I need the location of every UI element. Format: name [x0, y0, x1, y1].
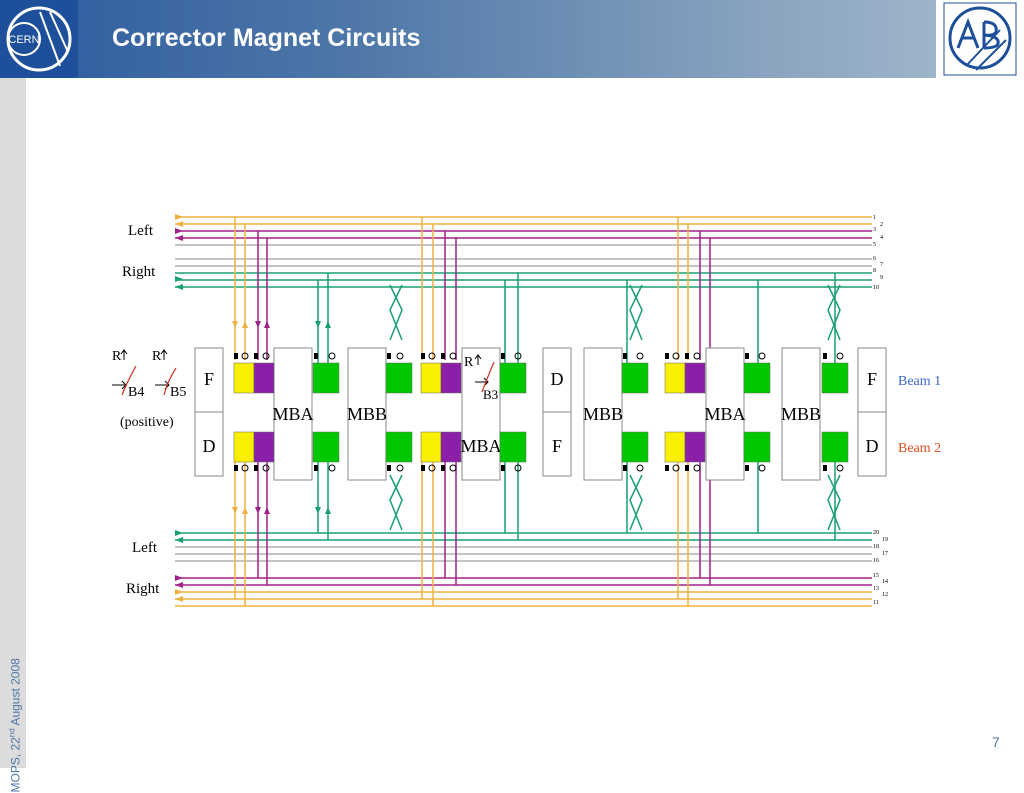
- bottom-line-numbers: 20 19 18 17 16 15 14 13 12 11: [873, 530, 888, 606]
- group-labels: Left Right Left Right: [122, 223, 160, 597]
- bus-arrowheads: [175, 214, 183, 602]
- svg-text:15: 15: [873, 573, 879, 579]
- svg-text:MBB: MBB: [583, 404, 623, 424]
- svg-text:F: F: [867, 369, 877, 389]
- beam2-label: Beam 2: [898, 441, 941, 456]
- svg-text:MBA: MBA: [272, 404, 313, 424]
- svg-text:F: F: [552, 436, 562, 456]
- svg-text:F: F: [204, 369, 214, 389]
- svg-text:B4: B4: [128, 385, 144, 400]
- svg-text:R: R: [464, 355, 474, 370]
- quadrupole-1: F D: [194, 347, 224, 477]
- svg-text:3: 3: [873, 227, 876, 233]
- svg-text:D: D: [866, 436, 879, 456]
- page-title: Corrector Magnet Circuits: [112, 24, 421, 52]
- svg-text:10: 10: [873, 285, 879, 291]
- page-number: 7: [992, 734, 1000, 750]
- svg-text:MBB: MBB: [781, 404, 821, 424]
- svg-text:B3: B3: [483, 387, 498, 402]
- svg-text:7: 7: [880, 262, 883, 268]
- ab-department-logo: [936, 0, 1024, 78]
- dipoles: [273, 347, 821, 481]
- svg-text:19: 19: [882, 537, 888, 543]
- svg-text:MBA: MBA: [704, 404, 745, 424]
- sign-convention-legend: R R B4 B5 (positive): [112, 349, 186, 430]
- corrector-circuit-diagram: F D D F F D MBA MBB MBA MBB MBA MBB: [112, 214, 941, 607]
- slide-header: CERN Corrector Magnet Circuits: [0, 0, 1024, 78]
- svg-text:20: 20: [873, 530, 879, 536]
- top-bus-lines: [175, 216, 872, 288]
- svg-text:8: 8: [873, 268, 876, 274]
- svg-text:Right: Right: [122, 264, 156, 280]
- b3-symbol: R B3: [464, 354, 498, 402]
- top-line-numbers: 1 2 3 4 5 6 7 8 9 10: [873, 215, 883, 291]
- dipole-labels: MBA MBB MBA MBB MBA MBB: [272, 404, 821, 456]
- svg-text:9: 9: [880, 275, 883, 281]
- svg-text:(positive): (positive): [120, 415, 174, 430]
- quadrupole-3: F D: [857, 347, 887, 477]
- beam1-label: Beam 1: [898, 374, 941, 389]
- svg-text:16: 16: [873, 558, 879, 564]
- svg-text:R: R: [152, 349, 162, 364]
- svg-text:17: 17: [882, 551, 888, 557]
- svg-text:D: D: [203, 436, 216, 456]
- svg-text:Left: Left: [128, 223, 154, 239]
- svg-text:18: 18: [873, 544, 879, 550]
- svg-text:5: 5: [873, 242, 876, 248]
- svg-text:D: D: [551, 369, 564, 389]
- svg-text:R: R: [112, 349, 122, 364]
- svg-text:Left: Left: [132, 540, 158, 556]
- svg-text:Right: Right: [126, 581, 160, 597]
- conference-date-label: MOPS, 22nd August 2008: [7, 658, 23, 793]
- svg-text:6: 6: [873, 256, 876, 262]
- svg-text:4: 4: [880, 235, 883, 241]
- svg-text:CERN: CERN: [8, 34, 39, 46]
- svg-text:B5: B5: [170, 385, 186, 400]
- terminal-marks: [234, 352, 844, 472]
- bottom-bus-lines: [175, 532, 872, 607]
- svg-text:12: 12: [882, 592, 888, 598]
- corrector-blocks-beam1: [233, 362, 849, 394]
- svg-text:2: 2: [880, 222, 883, 228]
- side-bar: [0, 78, 26, 768]
- corrector-arrows: [232, 321, 331, 514]
- cern-logo: CERN: [0, 0, 78, 78]
- svg-text:13: 13: [873, 586, 879, 592]
- svg-text:11: 11: [873, 600, 879, 606]
- svg-text:MBA: MBA: [460, 436, 501, 456]
- svg-text:14: 14: [882, 579, 888, 585]
- corrector-blocks-beam2: [233, 431, 849, 463]
- svg-text:1: 1: [873, 215, 876, 221]
- svg-text:MBB: MBB: [347, 404, 387, 424]
- quadrupole-2: D F: [542, 347, 572, 477]
